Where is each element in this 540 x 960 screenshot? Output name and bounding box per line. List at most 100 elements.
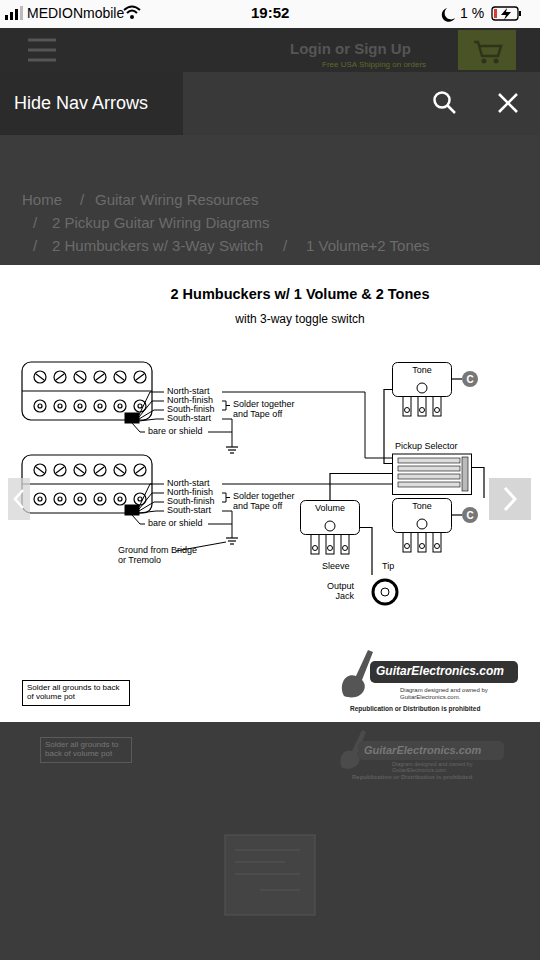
humbucker-pickup [114,493,126,505]
site-header [474,42,501,56]
humbucker-pickup [34,493,46,505]
status-bar [5,15,8,20]
breadcrumb: 1 Volume+2 Tones [306,238,430,255]
wire [472,468,484,499]
capacitor: C [462,371,478,387]
humbucker-pickup [54,493,66,505]
humbucker-pickup [98,497,102,501]
carousel-arrow [15,490,23,508]
pickup-wires [208,432,232,433]
humbucker-pickup [78,404,82,408]
node-text: Hide Nav Arrows [14,94,148,114]
humbucker-pickup [74,400,86,412]
pickup-wires [226,497,230,498]
copyright-note: Republication or Distribution is prohibi… [350,705,480,712]
ground-symbol [230,543,234,544]
humbucker-pickup [76,467,84,473]
logo-text: GuitarElectronics.com [376,665,504,678]
humbucker-pickup [38,497,42,501]
pot-symbol [405,544,410,549]
wire [452,514,462,515]
humbucker-pickup [94,371,106,383]
faded-logo [358,741,504,760]
logo-text: GuitarElectronics.com [364,744,481,756]
nav-row [499,94,517,112]
carousel-arrow [505,488,515,510]
humbucker-pickup [58,497,62,501]
pickup-wires [125,505,139,515]
pickup-wires [222,419,232,447]
status-bar [492,7,518,20]
diagram-title: 2 Humbuckers w/ 1 Volume & 2 Tones [100,287,500,303]
humbucker-pickup [34,400,46,412]
nav-row [448,106,456,114]
pot-symbol [405,408,410,413]
pickup-wires [139,502,164,511]
pot-symbol [328,546,333,551]
status-bar [442,8,455,22]
shipping-banner: Free USA Shipping on orders [322,61,426,70]
humbucker-pickup [74,371,86,383]
humbucker-pickup [36,374,44,380]
humbucker-pickup [136,467,144,473]
output-jack: Output Jack [318,575,403,609]
pot-symbol [418,397,426,417]
breadcrumb: Home [22,192,62,209]
pot-symbol [311,535,319,555]
logo-graphic [370,661,518,683]
copyright-note: Diagram designed and owned by GuitarElec… [400,687,512,700]
switch-symbol [462,457,468,491]
pickup-wires [222,484,392,485]
status-bar [20,6,23,20]
humbucker-pickup [138,404,142,408]
site-header [458,30,516,70]
terminal-label: Sleeve [322,562,350,572]
humbucker-pickup [56,467,64,473]
pickup-wires [222,392,392,458]
carrier-name: MEDIONmobile [27,6,124,21]
site-header [0,28,540,72]
thumbnail [225,835,315,915]
status-bar [15,9,18,20]
humbucker-pickup [54,400,66,412]
humbucker-pickup [118,404,122,408]
pickup-wires [222,401,226,410]
pickup-wires [139,401,164,417]
pot-symbol [433,397,441,417]
ground-symbol [114,447,238,699]
humbucker-pickup [36,467,44,473]
nav-row [499,94,517,112]
status-bar [124,7,140,14]
status-bar [519,11,521,16]
pot-symbol [403,397,411,417]
humbucker-pickup [54,464,66,476]
pot-symbol [418,533,426,553]
pot-symbol [403,533,411,553]
jack-symbol [318,575,403,609]
humbucker-pickup [74,493,86,505]
pickup-selector-switch: Pickup Selector [392,440,472,495]
status-bar [501,8,511,20]
nav-row [435,93,450,108]
pickup-wires [139,419,164,421]
pot-symbol [326,535,334,555]
nav-row [0,72,540,135]
humbucker-pickup [138,497,142,501]
humbucker-pickup [134,464,146,476]
pot-symbol [435,544,440,549]
wiring-note: Solder together and Tape off [233,492,297,512]
pot-symbol [343,546,348,551]
breadcrumb: 2 Humbuckers w/ 3-Way Switch [52,238,263,255]
humbucker-pickup [136,374,144,380]
pot-symbol [420,544,425,549]
pickup-wires [222,493,226,502]
thumbnail [235,850,300,851]
ground-symbol [228,449,236,450]
breadcrumb-separator: / [80,192,84,209]
node-text: Solder all grounds to back of volume pot [45,741,127,759]
humbucker-pickup [22,455,152,513]
status-bar [10,12,13,20]
node-text: Volume [315,504,345,514]
humbucker-pickup [94,493,106,505]
